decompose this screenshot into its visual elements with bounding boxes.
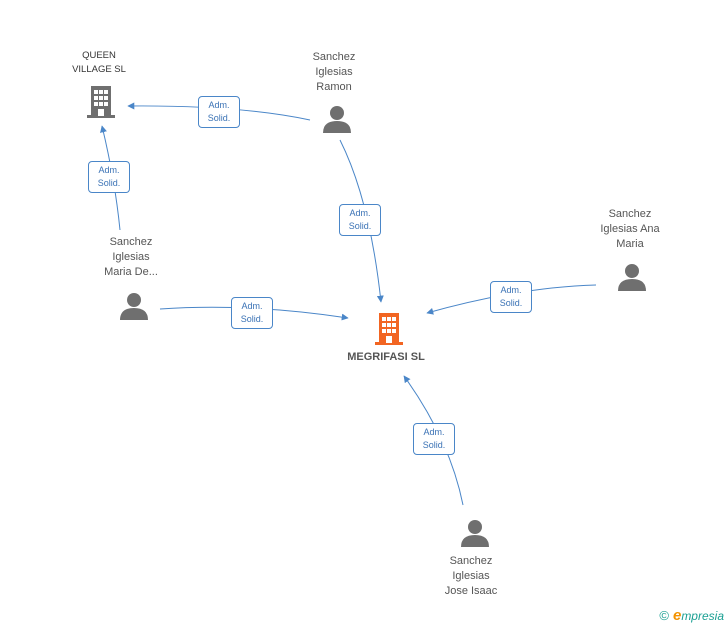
sanchez-maria-de-label: Sanchez Iglesias Maria De... [81, 235, 181, 280]
queen-village-label-line1: QUEEN [82, 50, 116, 61]
person-icon[interactable] [119, 291, 149, 321]
edge-badge-line2: Solid. [422, 440, 446, 450]
queen-village-label: QUEEN VILLAGE SL [49, 49, 149, 77]
sanchez-maria-de-line2: Iglesias [112, 251, 150, 263]
edge-badge-ramon-megrifasi[interactable]: Adm. Solid. [339, 204, 381, 236]
edge-badge-mariade-queen[interactable]: Adm. Solid. [88, 161, 130, 193]
brand-initial: e [672, 607, 682, 624]
empresia-logo[interactable]: © empresia [659, 607, 724, 624]
edge-badge-line1: Adm. [208, 100, 230, 110]
edge-badge-ana-megrifasi[interactable]: Adm. Solid. [490, 281, 532, 313]
person-icon[interactable] [322, 104, 352, 134]
person-icon[interactable] [460, 518, 490, 548]
sanchez-maria-de-line1: Sanchez [109, 236, 153, 248]
building-icon[interactable] [85, 84, 117, 120]
edge-badge-mariade-megrifasi[interactable]: Adm. Solid. [231, 297, 273, 329]
edge-badge-line2: Solid. [240, 314, 264, 324]
sanchez-jose-isaac-line3: Jose Isaac [444, 585, 498, 597]
sanchez-jose-isaac-line1: Sanchez [449, 555, 493, 567]
edge-badge-line2: Solid. [348, 221, 372, 231]
edge-badge-line1: Adm. [349, 208, 371, 218]
sanchez-ana-maria-line3: Maria [616, 238, 644, 250]
sanchez-maria-de-line3: Maria De... [104, 266, 158, 278]
edge-badge-line1: Adm. [500, 285, 522, 295]
sanchez-jose-isaac-label: Sanchez Iglesias Jose Isaac [421, 554, 521, 599]
highlighted-building-icon[interactable] [372, 311, 406, 347]
edge-badge-line2: Solid. [499, 298, 523, 308]
brand-rest: mpresia [681, 609, 724, 623]
sanchez-ana-maria-line1: Sanchez [608, 208, 652, 220]
sanchez-ramon-line1: Sanchez [312, 51, 356, 63]
brand-wordmark: empresia [673, 607, 724, 624]
sanchez-ana-maria-line2: Iglesias Ana [600, 223, 660, 235]
sanchez-ramon-line2: Iglesias [315, 66, 353, 78]
sanchez-ramon-label: Sanchez Iglesias Ramon [284, 50, 384, 95]
copyright-symbol: © [659, 608, 669, 623]
edge-badge-jose-megrifasi[interactable]: Adm. Solid. [413, 423, 455, 455]
edge-badge-line2: Solid. [97, 178, 121, 188]
sanchez-jose-isaac-line2: Iglesias [452, 570, 490, 582]
queen-village-label-line2: VILLAGE SL [72, 64, 126, 75]
sanchez-ramon-line3: Ramon [316, 81, 352, 93]
edge-badge-line1: Adm. [423, 427, 445, 437]
edge-badge-line2: Solid. [207, 113, 231, 123]
edge-badge-line1: Adm. [98, 165, 120, 175]
person-icon[interactable] [617, 262, 647, 292]
edge-badge-line1: Adm. [241, 301, 263, 311]
sanchez-ana-maria-label: Sanchez Iglesias Ana Maria [580, 207, 680, 252]
edge-badge-ramon-queen[interactable]: Adm. Solid. [198, 96, 240, 128]
megrifasi-label: MEGRIFASI SL [347, 351, 425, 363]
